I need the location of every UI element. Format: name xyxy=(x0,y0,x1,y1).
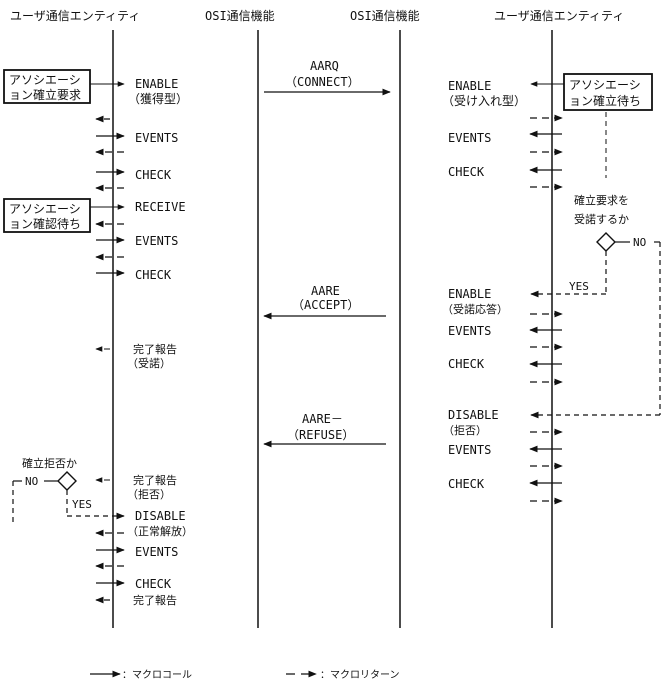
box-assoc-request-line2: ョン確立要求 xyxy=(9,87,81,102)
msg-aare: AARE xyxy=(311,284,340,298)
left-enable-label: ENABLE xyxy=(135,77,178,91)
left-check-2: CHECK xyxy=(135,268,172,282)
right-enable-sub: （受け入れ型） xyxy=(442,94,526,108)
box-wait-confirm-line1: アソシエーシ xyxy=(9,202,81,216)
left-report-2-sub: （拒否） xyxy=(127,488,171,501)
left-arrows-group-1 xyxy=(95,115,125,192)
header-left-user-entity: ユーザ通信エンティティ xyxy=(10,9,140,23)
header-right-user-entity: ユーザ通信エンティティ xyxy=(494,9,624,23)
left-no-label: NO xyxy=(25,475,38,488)
right-check-2: CHECK xyxy=(448,357,485,371)
legend-macro-call: ：マクロコール xyxy=(122,669,192,681)
left-events-2: EVENTS xyxy=(135,234,178,248)
box-wait-association xyxy=(563,73,653,111)
left-decision-diamond xyxy=(57,471,77,491)
msg-aare-sub: （ACCEPT） xyxy=(292,298,359,312)
right-accept-question-1: 確立要求を xyxy=(574,193,629,207)
left-disable: DISABLE xyxy=(135,509,186,523)
right-no-label: NO xyxy=(633,236,646,249)
left-check-3: CHECK xyxy=(135,577,172,591)
left-disable-sub: （正常解放） xyxy=(127,524,193,538)
box-wait-association-line2: ョン確立待ち xyxy=(569,93,641,108)
right-decision-dashed xyxy=(530,242,661,419)
right-check-1: CHECK xyxy=(448,165,485,179)
right-decision-diamond xyxy=(596,232,616,252)
right-check-3: CHECK xyxy=(448,477,485,491)
box-assoc-request-line1: アソシエーシ xyxy=(9,73,81,87)
left-yes-label: YES xyxy=(72,498,92,511)
left-report-1: 完了報告 xyxy=(133,342,177,356)
msg-aarq-sub: （CONNECT） xyxy=(285,75,360,89)
right-events-2: EVENTS xyxy=(448,324,491,338)
box-wait-confirm-line2: ョン確認待ち xyxy=(9,216,81,231)
left-events-1: EVENTS xyxy=(135,131,178,145)
msg-aarq: AARQ xyxy=(310,59,339,73)
left-report-1-sub: （受諾） xyxy=(127,356,171,370)
right-events-3: EVENTS xyxy=(448,443,491,457)
left-arrows-group-2 xyxy=(95,220,125,277)
msg-aare-refuse: AARE－ xyxy=(302,412,343,426)
msg-aare-refuse-sub: （REFUSE） xyxy=(287,428,354,442)
left-receive: RECEIVE xyxy=(135,200,186,214)
left-report-3: 完了報告 xyxy=(133,593,177,607)
left-events-3: EVENTS xyxy=(135,545,178,559)
right-enable-2: ENABLE xyxy=(448,287,491,301)
left-decision-lines xyxy=(12,480,125,523)
left-arrows-group-3 xyxy=(95,529,125,604)
box-wait-association-line1: アソシエーシ xyxy=(569,78,641,92)
right-arrows-group-1 xyxy=(529,114,563,191)
left-reject-question: 確立拒否か xyxy=(22,456,77,470)
right-enable-label: ENABLE xyxy=(448,79,491,93)
right-yes-label: YES xyxy=(569,280,589,293)
right-arrows-group-3 xyxy=(529,428,563,505)
lifelines xyxy=(112,30,553,628)
legend-macro-return: ：マクロリターン xyxy=(320,669,400,681)
right-disable-sub: （拒否） xyxy=(443,424,487,437)
left-check-1: CHECK xyxy=(135,168,172,182)
box-wait-confirm xyxy=(3,198,91,233)
box-assoc-request xyxy=(3,69,91,104)
right-accept-question-2: 受諾するか xyxy=(574,212,629,226)
right-enable-2-sub: （受諾応答） xyxy=(442,302,508,316)
left-enable-sub: （獲得型） xyxy=(128,91,188,106)
header-osi-right: OSI通信機能 xyxy=(350,8,420,23)
right-events-1: EVENTS xyxy=(448,131,491,145)
header-osi-left: OSI通信機能 xyxy=(205,8,275,23)
right-disable: DISABLE xyxy=(448,408,499,422)
right-arrows-group-2 xyxy=(529,310,563,386)
left-report-2: 完了報告 xyxy=(133,473,177,487)
